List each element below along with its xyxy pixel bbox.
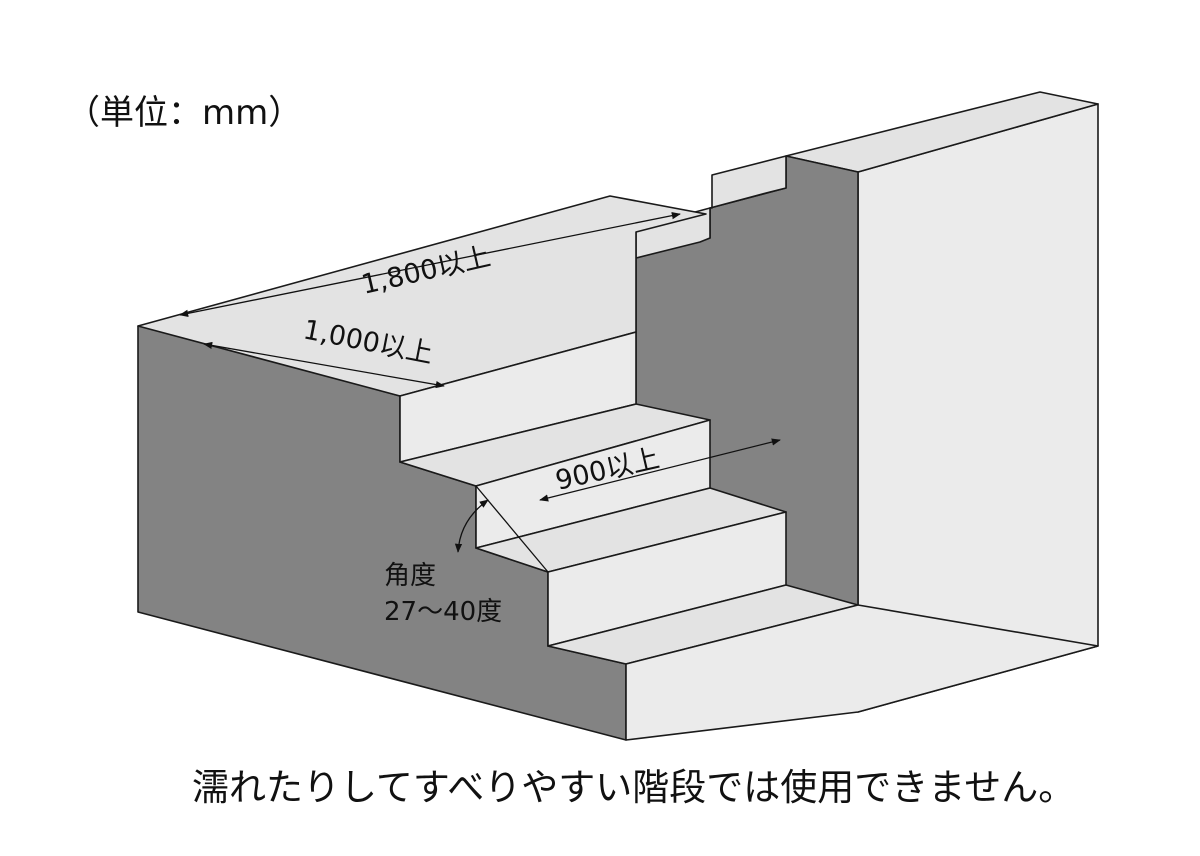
bottom-front-face — [625, 604, 1099, 741]
upper-step-top-1 — [709, 155, 787, 209]
unit-label: （単位：mm） — [66, 93, 302, 133]
angle-label-line1: 角度 — [384, 561, 436, 591]
dim-line-900 — [539, 438, 781, 502]
angle-arc — [454, 499, 489, 553]
dim-line-1000 — [203, 341, 445, 389]
warning-note: 濡れたりしてすべりやすい階段では使用できません。 — [192, 766, 1075, 809]
dim-line-1800 — [179, 212, 681, 317]
angle-label-line2: 27～40度 — [384, 597, 502, 627]
